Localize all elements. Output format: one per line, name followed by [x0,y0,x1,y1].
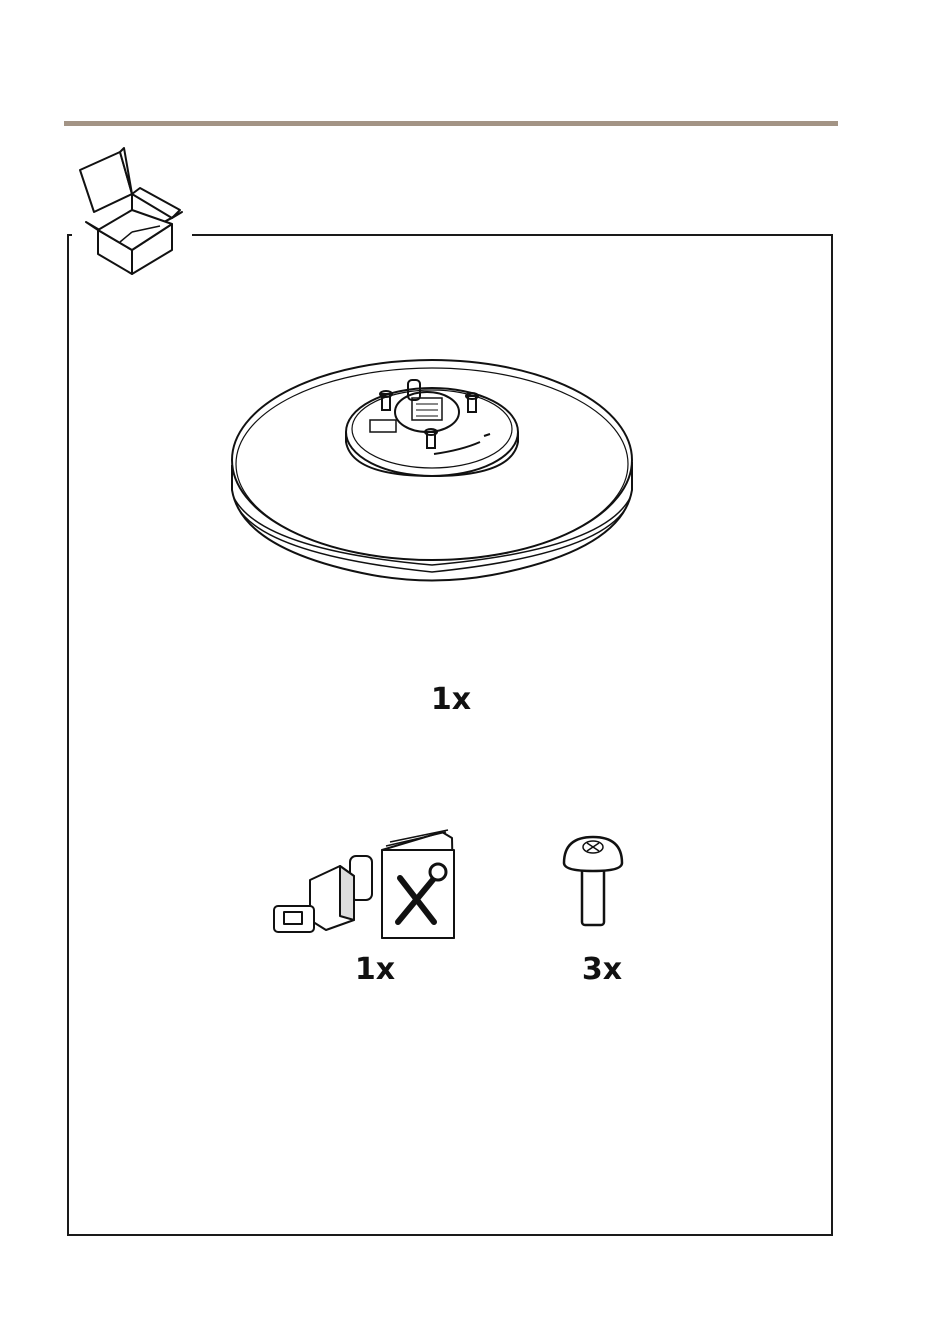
connector-and-guide-icon [270,828,460,943]
header-rule [64,121,838,126]
quantity-label: 1x [411,682,491,717]
screw-icon [560,833,640,933]
quantity-label: 3x [562,952,642,987]
package-box-icon [72,142,192,282]
quantity-label: 1x [335,952,415,987]
mount-plate-icon [222,350,642,590]
